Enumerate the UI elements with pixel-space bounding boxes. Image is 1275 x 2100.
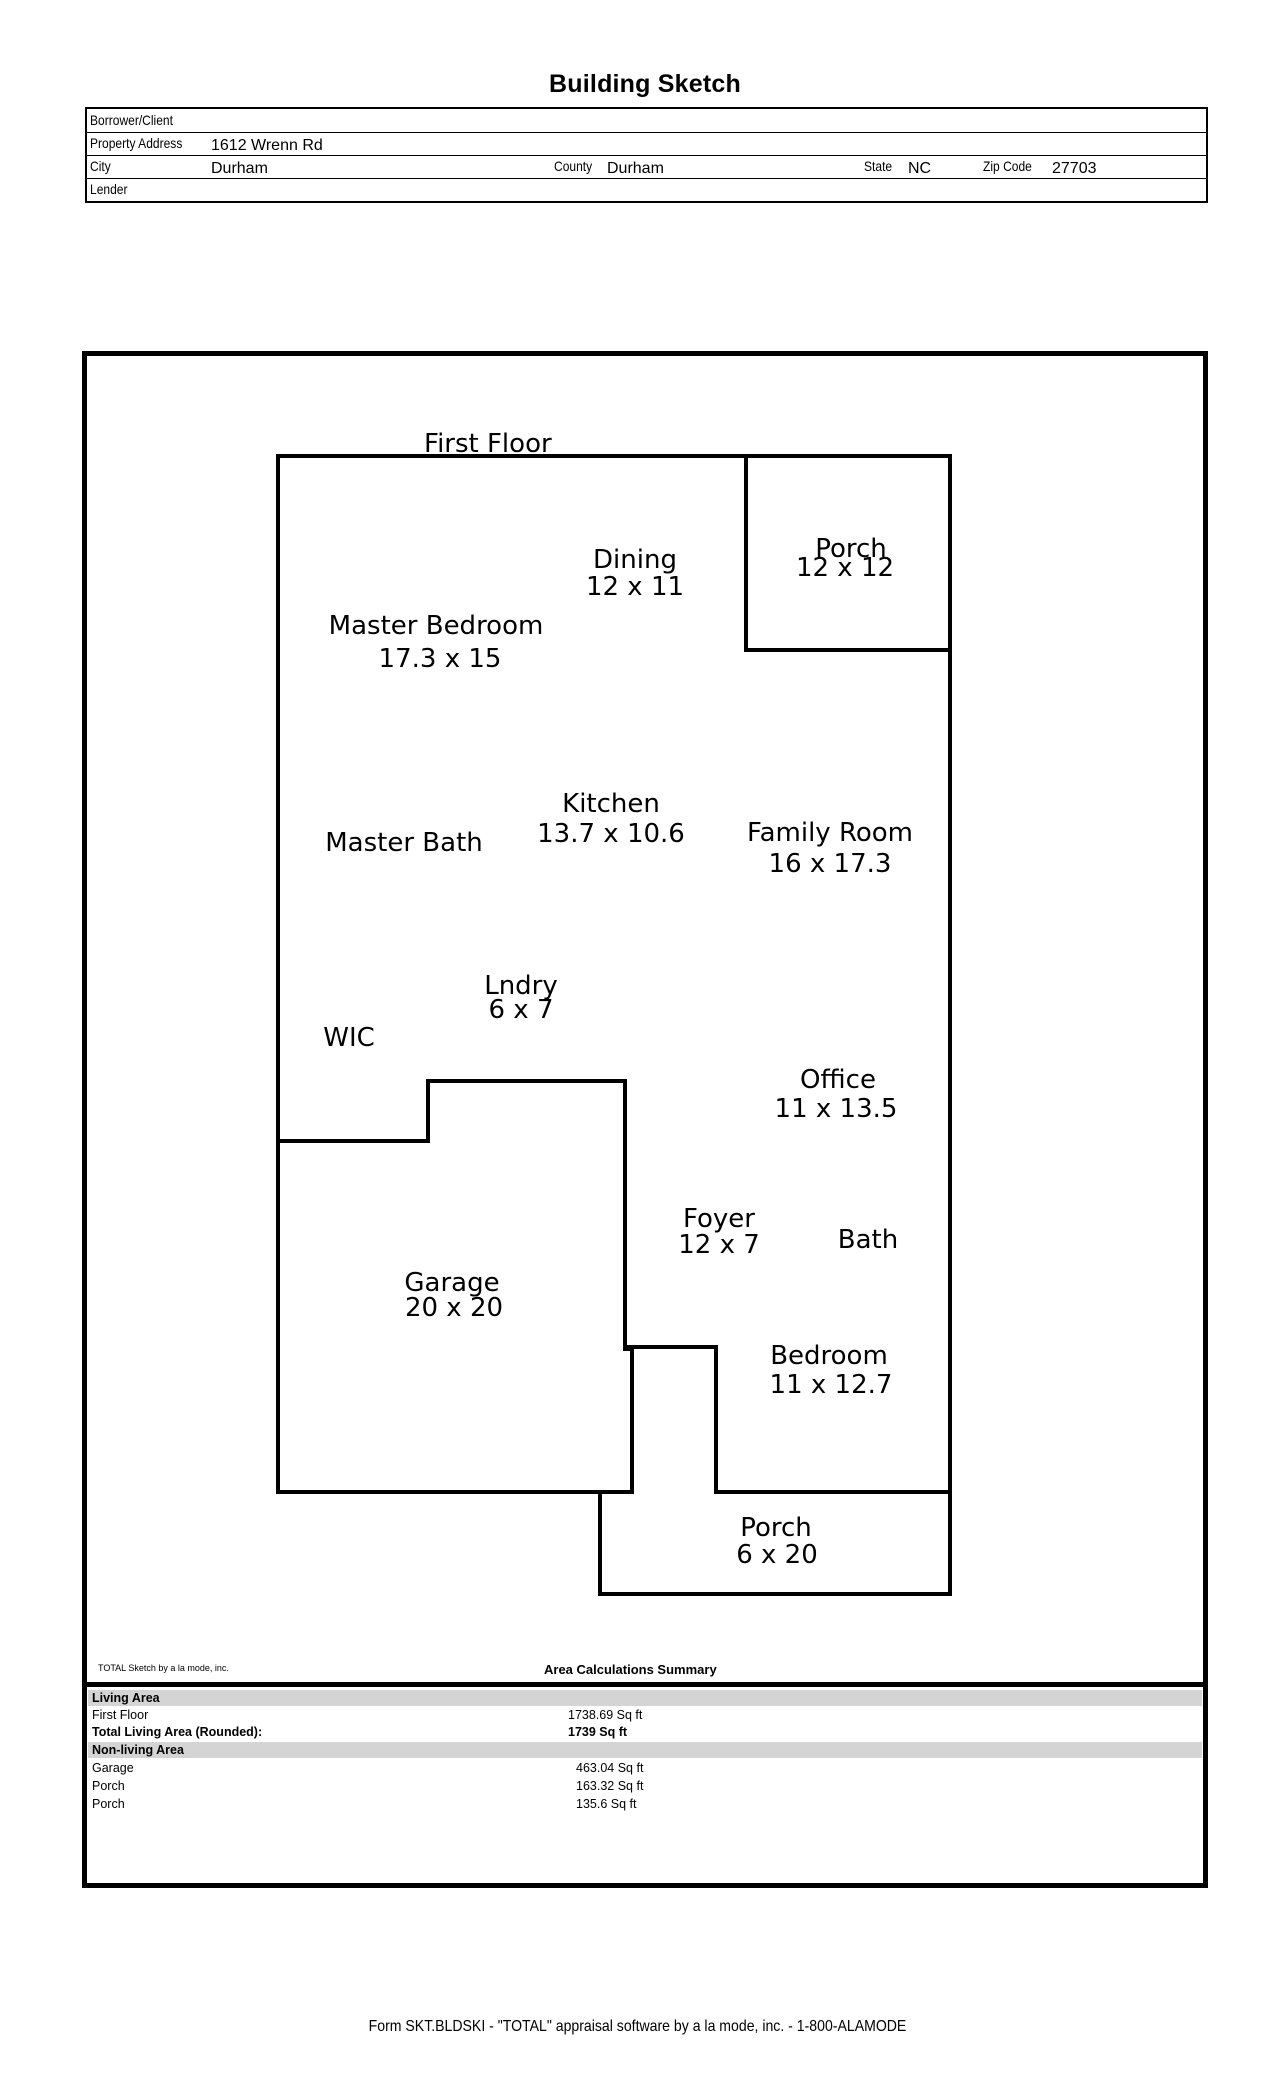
county-label: County [554,158,593,174]
zip-label: Zip Code [983,158,1032,174]
borrower-row: Borrower/Client [87,109,1206,133]
city-row: City Durham County Durham State NC Zip C… [87,155,1206,179]
garage-name: Garage [404,1268,499,1298]
porch2-area-value: 135.6 Sq ft [576,1797,637,1811]
garage-area-row: Garage 463.04 Sq ft [88,1760,1202,1776]
address-row: Property Address 1612 Wrenn Rd [87,132,1206,156]
porch-bottom-name: Porch [740,1513,812,1543]
living-area-header-row: Living Area [88,1690,1202,1706]
state-value: NC [908,160,932,177]
first-floor-label: First Floor [92,1708,149,1722]
first-floor-value: 1738.69 Sq ft [568,1708,643,1722]
summary-divider [82,1682,1208,1687]
bedroom-dims: 11 x 12.7 [770,1370,893,1400]
porch-top-name: Porch [815,534,887,564]
kitchen-dims: 13.7 x 10.6 [537,819,685,849]
zip-value: 27703 [1052,160,1097,177]
form-footer: Form SKT.BLDSKI - "TOTAL" appraisal soft… [368,2018,907,2035]
porch2-area-label: Porch [92,1797,125,1811]
garage-outline [276,1079,634,1494]
porch2-area-row: Porch 135.6 Sq ft [88,1796,1202,1812]
laundry-name: Lndry [484,971,558,1001]
foyer-name: Foyer [683,1204,755,1234]
sketch-frame [82,351,1208,1888]
dining-dims: 12 x 11 [586,572,684,602]
master-bath-name: Master Bath [325,828,483,858]
wic-name: WIC [323,1023,375,1053]
state-label: State [864,158,893,174]
bedroom-name: Bedroom [770,1341,888,1371]
porch1-area-row: Porch 163.32 Sq ft [88,1778,1202,1794]
property-info-table: Borrower/Client Property Address 1612 Wr… [85,107,1208,203]
city-label: City [90,158,111,174]
living-area-header: Living Area [92,1691,160,1705]
office-dims: 11 x 13.5 [775,1094,898,1124]
bath-name: Bath [838,1225,898,1255]
lender-row: Lender [87,178,1206,201]
porch1-area-value: 163.32 Sq ft [576,1779,644,1793]
floor-label: First Floor [424,429,552,459]
office-name: Office [800,1065,876,1095]
borrower-label: Borrower/Client [90,112,173,128]
family-room-dims: 16 x 17.3 [769,849,892,879]
porch-bottom-outline [598,1492,952,1596]
lender-label: Lender [90,181,128,197]
dining-name: Dining [593,545,677,575]
summary-title: Area Calculations Summary [544,1662,717,1677]
porch-top-dims: 12 x 12 [796,553,894,583]
total-living-row: Total Living Area (Rounded): 1739 Sq ft [88,1724,1202,1740]
county-value: Durham [607,160,664,177]
laundry-dims: 6 x 7 [489,995,554,1025]
kitchen-name: Kitchen [562,789,660,819]
master-bedroom-name: Master Bedroom [329,611,544,641]
sketch-credit: TOTAL Sketch by a la mode, inc. [98,1663,229,1673]
garage-area-label: Garage [92,1761,134,1775]
garage-dims: 20 x 20 [405,1293,503,1323]
foyer-dims: 12 x 7 [678,1230,760,1260]
garage-area-value: 463.04 Sq ft [576,1761,644,1775]
address-label: Property Address [90,135,183,151]
document-title: Building Sketch [549,70,741,98]
family-room-name: Family Room [747,818,913,848]
first-floor-row: First Floor 1738.69 Sq ft [88,1707,1202,1723]
porch-top-outline [744,454,952,652]
total-living-value: 1739 Sq ft [568,1725,628,1739]
porch-bottom-dims: 6 x 20 [736,1540,818,1570]
address-value: 1612 Wrenn Rd [211,137,323,154]
nonliving-header-row: Non-living Area [88,1742,1202,1758]
master-bedroom-dims: 17.3 x 15 [379,644,502,674]
total-living-label: Total Living Area (Rounded): [92,1725,263,1739]
nonliving-header: Non-living Area [92,1743,184,1757]
city-value: Durham [211,160,268,177]
porch1-area-label: Porch [92,1779,125,1793]
